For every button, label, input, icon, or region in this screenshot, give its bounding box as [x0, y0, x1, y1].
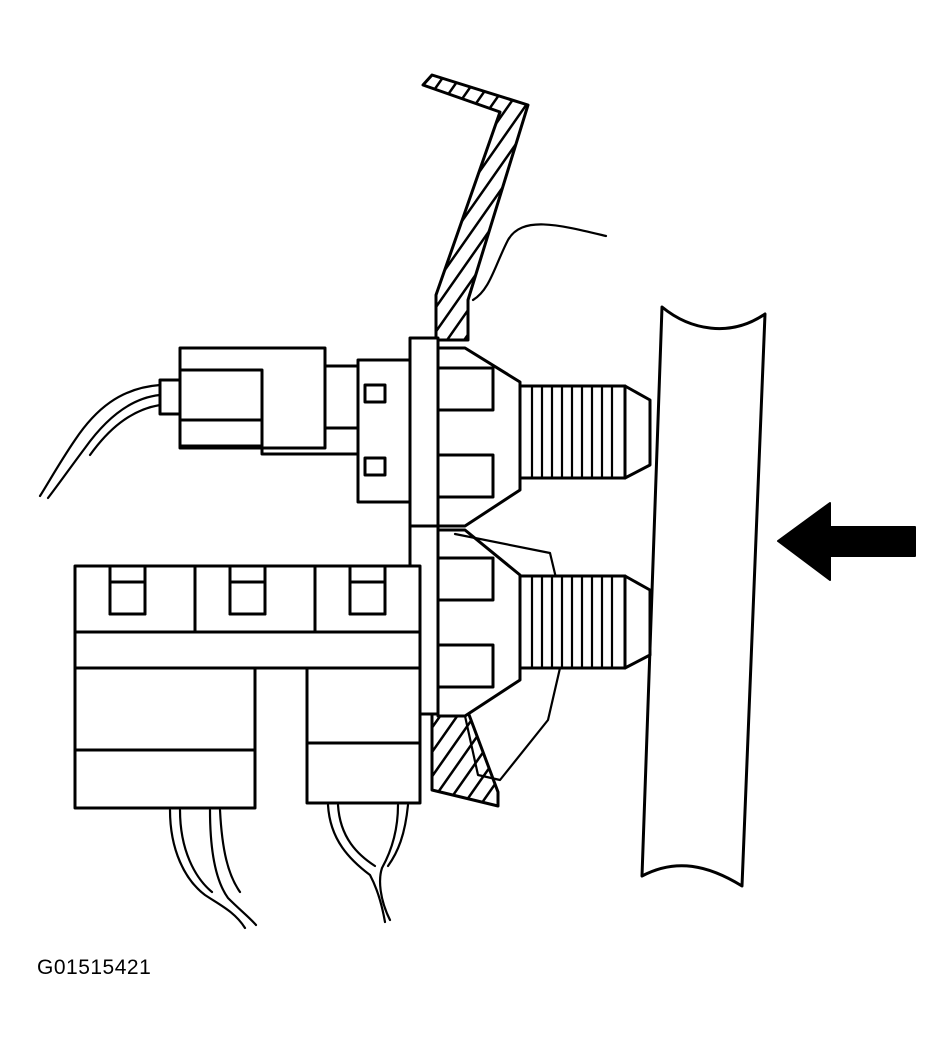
- lower-connector-block: [73, 564, 422, 810]
- body-panel-section: [421, 73, 530, 808]
- upper-connector: [158, 346, 412, 504]
- lower-switch-housing: [408, 524, 652, 782]
- upper-connector-wires: [38, 383, 162, 500]
- sensor-lead-wire: [471, 223, 608, 302]
- left-arrow-icon: [777, 502, 916, 581]
- lower-plunger-threads: [530, 574, 614, 670]
- upper-plunger-threads: [530, 384, 614, 480]
- lower-connector-wires: [168, 803, 410, 930]
- figure-id-label: G01515421: [37, 956, 152, 979]
- mounting-plate: [640, 305, 767, 888]
- upper-switch-housing: [408, 336, 652, 528]
